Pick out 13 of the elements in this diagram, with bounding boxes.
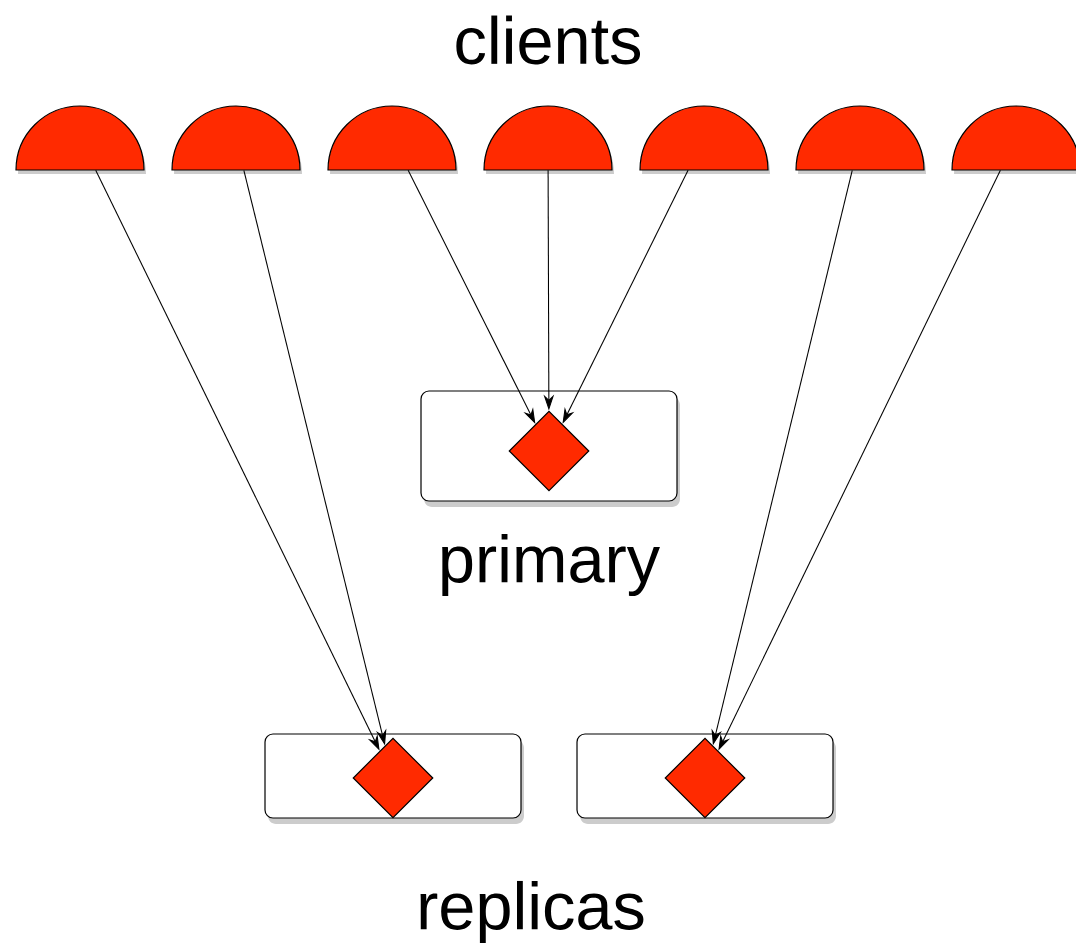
diamond [508,410,590,492]
group-label: clients [456,15,641,65]
diamond [352,737,434,819]
client-semicircle [171,105,302,174]
client-semicircle [15,105,146,174]
box-label: primary [442,533,660,597]
client-semicircle [795,105,926,174]
client-semicircle [327,105,458,174]
client-semicircle [639,105,770,174]
diamond [664,737,746,819]
client-semicircle [951,105,1076,174]
group-label: replicas [420,880,644,944]
client-semicircle [483,105,614,174]
